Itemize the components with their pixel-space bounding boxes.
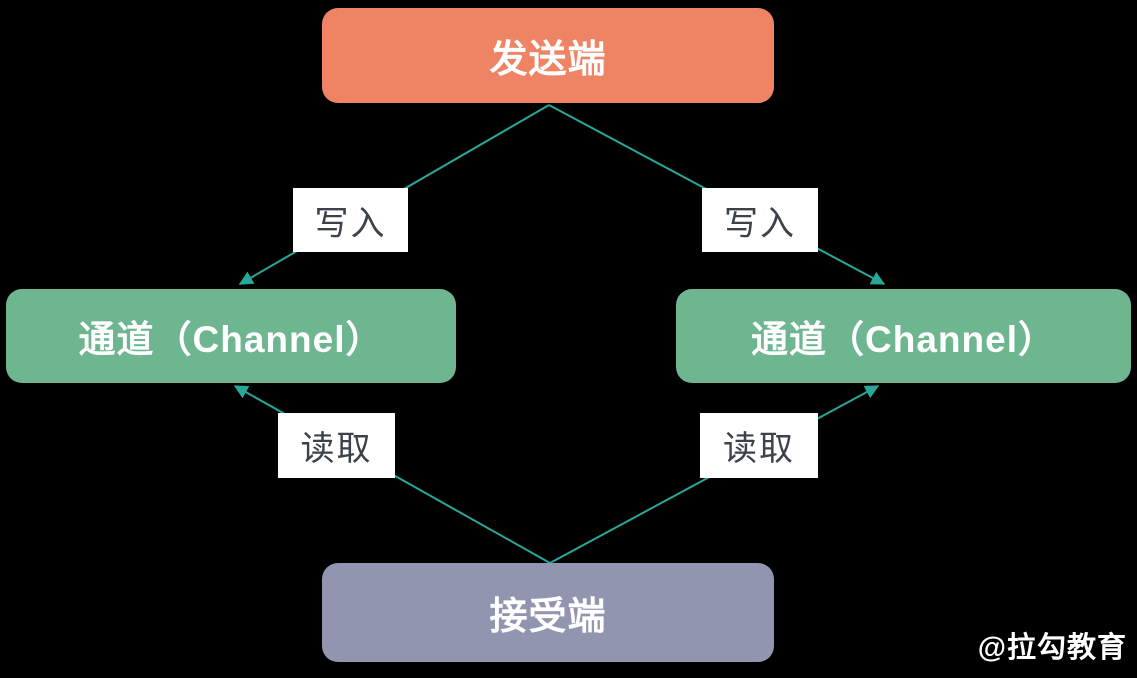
edge-label-write-right: 写入 [702, 188, 818, 252]
edge-label-read-left: 读取 [278, 413, 395, 478]
watermark: @拉勾教育 [977, 632, 1127, 664]
edge-label-write-left: 写入 [293, 188, 408, 252]
node-receiver: 接受端 [322, 563, 774, 662]
edge-label-read-right: 读取 [700, 413, 818, 478]
node-sender: 发送端 [322, 8, 774, 103]
node-channel-left: 通道（Channel） [6, 289, 456, 383]
node-channel-right: 通道（Channel） [676, 289, 1131, 383]
